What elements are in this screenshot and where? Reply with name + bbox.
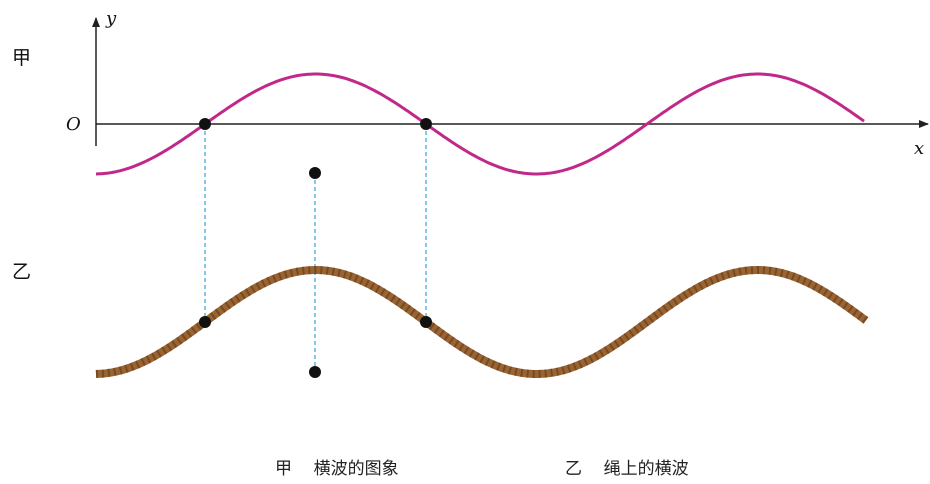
graph-point-3 (420, 118, 432, 130)
rope-point-1 (199, 316, 211, 328)
caption-a: 甲 横波的图象 (275, 459, 399, 479)
y-axis-label: y (105, 8, 117, 29)
guide-lines (204, 124, 427, 372)
rope-wave (95, 266, 869, 378)
rope-point-3 (420, 316, 432, 328)
graph-point-2 (309, 167, 321, 179)
origin-label: O (66, 114, 81, 135)
x-axis-label: x (914, 138, 924, 159)
rope-point-2 (309, 366, 321, 378)
wave-graph-curve (95, 72, 865, 176)
graph-point-1 (199, 118, 211, 130)
panel-b-label: 乙 (12, 261, 31, 283)
caption-b: 乙 绳上的横波 (565, 459, 689, 479)
panel-a-label: 甲 (12, 47, 31, 69)
